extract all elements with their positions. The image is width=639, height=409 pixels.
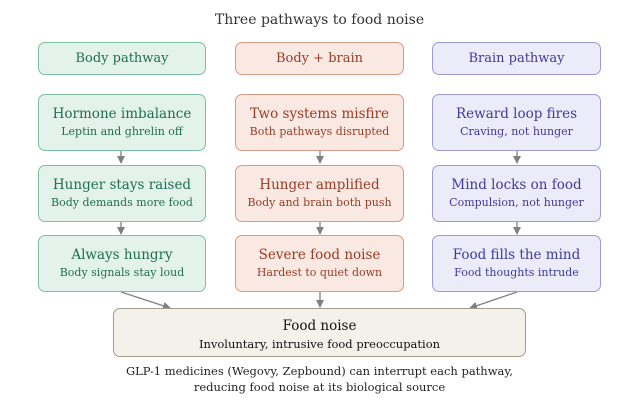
body-step-3-subtitle: Body signals stay loud: [59, 266, 185, 279]
body-brain-header-label: Body + brain: [275, 51, 364, 66]
body-step-1-subtitle: Leptin and ghrelin off: [61, 125, 183, 138]
footer-line-2: reducing food noise at its biological so…: [193, 380, 446, 394]
food-noise-box: Food noise Involuntary, intrusive food p…: [113, 308, 526, 357]
body-step-3: Always hungry Body signals stay loud: [38, 235, 206, 292]
footer-line-1: GLP-1 medicines (Wegovy, Zepbound) can i…: [125, 364, 514, 378]
brain-step-2-subtitle: Compulsion, not hunger: [449, 196, 584, 209]
brain-step-2-title: Mind locks on food: [451, 177, 582, 193]
body-pathway-header-label: Body pathway: [75, 51, 169, 66]
food-noise-title: Food noise: [282, 318, 357, 334]
both-step-3-subtitle: Hardest to quiet down: [256, 266, 383, 279]
both-step-1-title: Two systems misfire: [250, 106, 389, 122]
body-brain-header: Body + brain: [235, 42, 404, 75]
food-noise-subtitle: Involuntary, intrusive food preoccupatio…: [198, 337, 441, 351]
both-step-2-subtitle: Body and brain both push: [247, 196, 392, 209]
body-step-2-title: Hunger stays raised: [52, 177, 192, 193]
diagram-title: Three pathways to food noise: [214, 12, 425, 28]
brain-pathway-header: Brain pathway: [432, 42, 601, 75]
both-step-1-subtitle: Both pathways disrupted: [249, 125, 390, 138]
both-step-3-title: Severe food noise: [258, 247, 381, 263]
body-step-1: Hormone imbalance Leptin and ghrelin off: [38, 94, 206, 151]
body-pathway-header: Body pathway: [38, 42, 206, 75]
brain-step-2: Mind locks on food Compulsion, not hunge…: [432, 165, 601, 222]
body-step-1-title: Hormone imbalance: [52, 106, 192, 122]
body-step-2: Hunger stays raised Body demands more fo…: [38, 165, 206, 222]
both-step-2: Hunger amplified Body and brain both pus…: [235, 165, 404, 222]
arrow-brain-final: [469, 291, 518, 310]
brain-step-1-subtitle: Craving, not hunger: [460, 125, 573, 138]
brain-step-1-title: Reward loop fires: [455, 106, 578, 122]
arrow-body-final: [120, 291, 171, 310]
brain-step-3-title: Food fills the mind: [452, 247, 581, 263]
brain-pathway-header-label: Brain pathway: [468, 51, 565, 66]
body-step-3-title: Always hungry: [71, 247, 173, 263]
body-step-2-subtitle: Body demands more food: [51, 196, 193, 209]
brain-step-1: Reward loop fires Craving, not hunger: [432, 94, 601, 151]
both-step-2-title: Hunger amplified: [259, 177, 380, 193]
brain-step-3: Food fills the mind Food thoughts intrud…: [432, 235, 601, 292]
both-step-1: Two systems misfire Both pathways disrup…: [235, 94, 404, 151]
both-step-3: Severe food noise Hardest to quiet down: [235, 235, 404, 292]
brain-step-3-subtitle: Food thoughts intrude: [454, 266, 579, 279]
